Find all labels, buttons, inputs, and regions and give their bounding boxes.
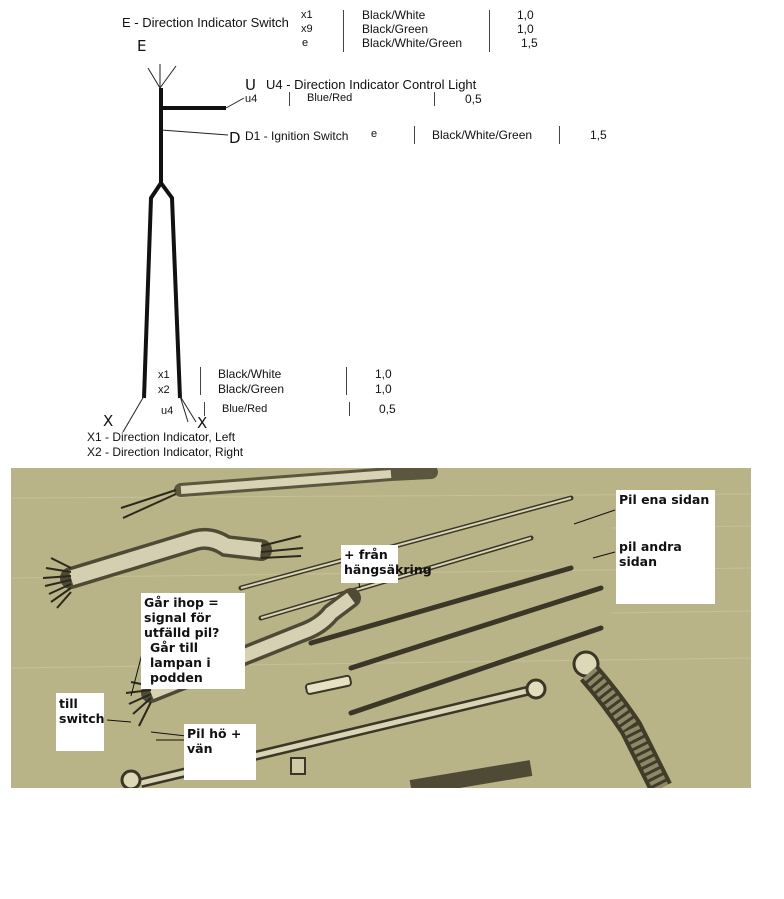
note-text: sidan	[619, 554, 658, 569]
x-color-1: Black/White	[218, 367, 282, 381]
x-size-2: 1,0	[375, 382, 392, 396]
separator	[346, 367, 347, 395]
note-text: Går till lampan i	[150, 640, 211, 670]
x-term-2: x2	[158, 384, 170, 396]
e-color-3: Black/White/Green	[362, 36, 463, 50]
note-text: + från	[344, 547, 388, 562]
x-term-1: x1	[158, 369, 170, 381]
u-color: Blue/Red	[307, 92, 353, 104]
wire-fan	[147, 67, 161, 89]
note-text: utfälld pil?	[144, 625, 220, 640]
x-size-1: 1,0	[375, 367, 392, 381]
separator	[204, 402, 205, 416]
note-pil-ena-sidan: Pil ena sidan pil andra sidan	[616, 490, 715, 604]
wire-fan	[159, 65, 177, 89]
e-letter: E	[137, 37, 147, 55]
ring-terminal	[120, 769, 142, 788]
separator	[414, 126, 415, 144]
note-text: switch	[59, 711, 105, 726]
separator	[343, 10, 344, 52]
legend-right: X2 - Direction Indicator, Right	[87, 445, 244, 459]
note-text: podden	[150, 670, 203, 685]
wire-split-left	[142, 181, 163, 399]
e-term-3: e	[302, 37, 309, 49]
note-text: pil andra	[619, 539, 682, 554]
x-color-3: Blue/Red	[222, 403, 268, 415]
wire-branch-d	[160, 129, 229, 136]
note-text: Pil ena sidan	[619, 492, 710, 507]
x-right-letter: X	[197, 414, 208, 432]
rod-collar	[290, 757, 306, 775]
plug	[304, 674, 352, 695]
d-term: e	[371, 128, 378, 140]
x-size-3: 0,5	[379, 402, 396, 416]
note-text: vän	[187, 741, 213, 756]
wiring-harness-photo	[11, 468, 751, 788]
u-size: 0,5	[465, 92, 482, 106]
note-till-switch: till switch	[56, 693, 105, 751]
note-gar-ihop: Går ihop = signal för utfälld pil? Går t…	[141, 593, 245, 689]
u-letter: U	[245, 76, 256, 94]
e-term-2: x9	[301, 23, 313, 35]
e-size-1: 1,0	[517, 8, 534, 22]
separator	[349, 402, 350, 416]
e-color-2: Black/Green	[362, 22, 429, 36]
d-color: Black/White/Green	[432, 128, 533, 142]
u-term: u4	[245, 93, 258, 105]
separator	[289, 92, 290, 106]
separator	[200, 367, 201, 395]
note-pil-ho-van: Pil hö + vän	[184, 724, 256, 780]
wire-lead-x	[122, 395, 145, 433]
d-letter: D	[229, 129, 241, 147]
e-title: E - Direction Indicator Switch	[122, 15, 289, 30]
x-term-3: u4	[161, 405, 174, 417]
x-color-2: Black/Green	[218, 382, 285, 396]
e-color-1: Black/White	[362, 8, 426, 22]
u-title: U4 - Direction Indicator Control Light	[266, 77, 477, 92]
d-title: D1 - Ignition Switch	[245, 129, 349, 143]
wire-split-right	[159, 181, 182, 399]
wiring-diagram	[122, 64, 245, 433]
rod-eye	[525, 678, 547, 700]
legend-left: X1 - Direction Indicator, Left	[87, 430, 236, 444]
e-term-1: x1	[301, 9, 313, 21]
d-size: 1,5	[590, 128, 607, 142]
x-left-letter: X	[103, 412, 114, 430]
note-text: Pil hö +	[187, 726, 242, 741]
separator	[489, 10, 490, 52]
e-size-2: 1,0	[517, 22, 534, 36]
e-size-3: 1,5	[521, 36, 538, 50]
note-text: hängsäkring	[344, 562, 432, 577]
wire-branch-u-tail	[225, 97, 245, 109]
separator	[559, 126, 560, 144]
braided-strap-low	[409, 760, 533, 788]
separator	[434, 92, 435, 106]
note-text: signal för	[144, 610, 211, 625]
note-text: Går ihop =	[144, 595, 219, 610]
note-text: till	[59, 696, 78, 711]
wire-lead	[179, 395, 189, 423]
note-fran-hangsakring: + från hängsäkring	[341, 545, 432, 583]
wire-lead-x	[179, 395, 197, 423]
